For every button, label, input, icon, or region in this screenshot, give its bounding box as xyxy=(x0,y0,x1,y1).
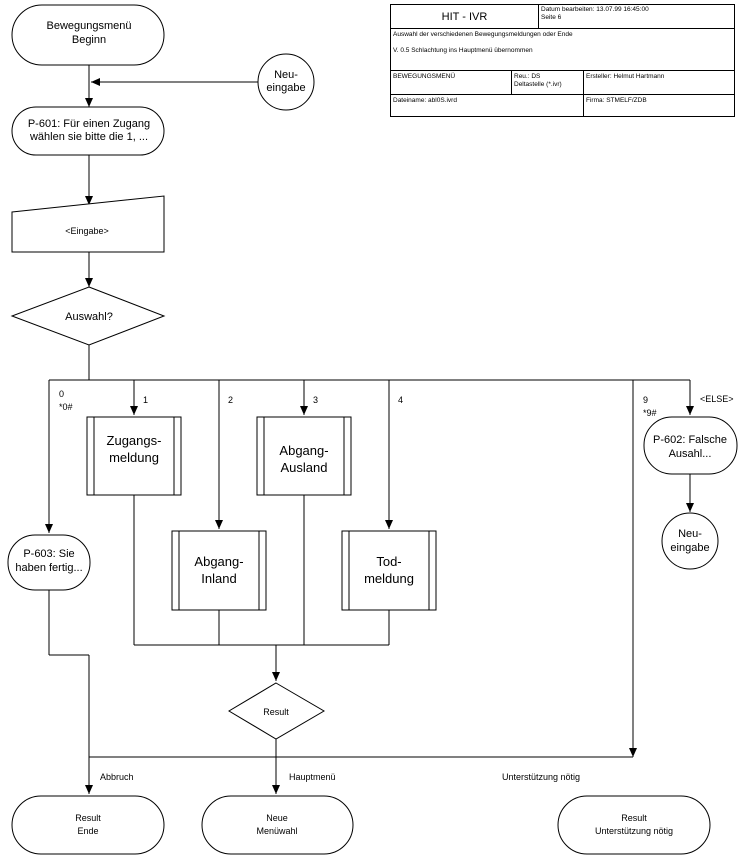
start-line-1: Bewegungsmenü xyxy=(46,20,131,32)
p603-line-1: P-603: Sie xyxy=(23,548,74,560)
p602-line-2: Ausahl... xyxy=(669,448,712,460)
header-description: Auswahl der verschiedenen Bewegungsmeldu… xyxy=(393,31,573,38)
edge-labels: Abbruch Hauptmenü Unterstützung nötig xyxy=(100,772,580,782)
edge-abbruch-label: Abbruch xyxy=(100,772,134,782)
end-support-line-1: Result xyxy=(621,813,647,823)
branch-2-label: 2 xyxy=(228,395,233,405)
header-filename: Dateiname: abl0S.ivrd xyxy=(393,97,457,104)
header-section: BEWEGUNGSMENÜ xyxy=(391,71,511,95)
result-label: Result xyxy=(263,707,289,717)
edge-support-label: Unterstützung nötig xyxy=(502,772,580,782)
p602-prompt: P-602: Falsche Ausahl... xyxy=(643,416,738,475)
input-label: <Eingabe> xyxy=(65,226,109,236)
branch-1-label: 1 xyxy=(143,395,148,405)
tod-line-1: Tod- xyxy=(376,554,401,569)
branch-0-label: 0 xyxy=(59,389,64,399)
abgang-inland-line-2: Inland xyxy=(201,571,236,586)
p603-line-2: haben fertig... xyxy=(15,562,82,574)
reentry-top-line-2: eingabe xyxy=(266,82,305,94)
tod-subprocess: Tod- meldung xyxy=(341,530,437,611)
result-decision: Result xyxy=(228,682,325,740)
abgang-ausland-line-1: Abgang- xyxy=(279,443,328,458)
p601-line-1: P-601: Für einen Zugang xyxy=(28,118,150,130)
abgang-ausland-line-2: Ausland xyxy=(281,460,328,475)
header-reu: Reu.: DS xyxy=(514,73,541,80)
zugang-line-2: meldung xyxy=(109,450,159,465)
end-abbruch-line-1: Result xyxy=(75,813,101,823)
branch-labels: 0 *0# 1 2 3 4 9 *9# <ELSE> xyxy=(59,389,734,418)
reentry-right-line-1: Neu- xyxy=(678,528,702,540)
header-reu-box: Reu.: DS Deltastelle (*.ivr) xyxy=(511,71,583,95)
p603-prompt: P-603: Sie haben fertig... xyxy=(7,534,91,591)
zugang-line-1: Zugangs- xyxy=(107,433,162,448)
header-description-box: Auswahl der verschiedenen Bewegungsmeldu… xyxy=(391,29,734,71)
edge-hauptmenu-label: Hauptmenü xyxy=(289,772,336,782)
input-node: <Eingabe> xyxy=(11,195,165,253)
zugang-subprocess: Zugangs- meldung xyxy=(86,416,182,496)
header-deltastelle: Deltastelle (*.ivr) xyxy=(514,80,562,88)
end-main-line-1: Neue xyxy=(266,813,288,823)
abgang-inland-subprocess: Abgang- Inland xyxy=(171,530,267,611)
end-main-line-2: Menüwahl xyxy=(256,826,297,836)
choice-decision: Auswahl? xyxy=(10,286,166,346)
header-date-box: Datum bearbeiten: 13.07.99 16:45:00 Seit… xyxy=(538,5,734,29)
start-terminal: Bewegungsmenü Beginn xyxy=(11,4,165,66)
p601-prompt: P-601: Für einen Zugang wählen sie bitte… xyxy=(11,106,165,156)
header-date: Datum bearbeiten: 13.07.99 16:45:00 xyxy=(541,6,649,13)
reentry-connector-top: Neu- eingabe xyxy=(257,53,315,111)
header-author: Ersteller: Helmut Hartmann xyxy=(583,71,734,95)
p601-line-2: wählen sie bitte die 1, ... xyxy=(29,131,148,143)
branch-3-label: 3 xyxy=(313,395,318,405)
reentry-connector-right: Neu- eingabe xyxy=(661,512,719,570)
start-line-2: Beginn xyxy=(72,34,106,46)
end-abbruch-line-2: Ende xyxy=(77,826,98,836)
header-title: HIT - IVR xyxy=(391,5,538,29)
document-header: HIT - IVR Datum bearbeiten: 13.07.99 16:… xyxy=(390,4,735,117)
connector-lines xyxy=(45,64,694,794)
branch-9-code: *9# xyxy=(643,408,657,418)
end-support-line-2: Unterstützung nötig xyxy=(595,826,673,836)
abgang-inland-line-1: Abgang- xyxy=(194,554,243,569)
end-terminal-main-menu: Neue Menüwahl xyxy=(201,795,354,855)
header-company: Firma: STMELF/ZDB xyxy=(583,95,734,116)
end-terminal-support: Result Unterstützung nötig xyxy=(557,795,711,855)
tod-line-2: meldung xyxy=(364,571,414,586)
abgang-ausland-subprocess: Abgang- Ausland xyxy=(256,416,352,496)
p602-line-1: P-602: Falsche xyxy=(653,434,727,446)
reentry-right-line-2: eingabe xyxy=(670,542,709,554)
branch-0-code: *0# xyxy=(59,402,73,412)
header-page: Seite 6 xyxy=(541,13,562,21)
header-version: V. 0.5 Schlachtung ins Hauptmenü übernom… xyxy=(393,46,533,54)
branch-4-label: 4 xyxy=(398,395,403,405)
end-terminal-abbruch: Result Ende xyxy=(11,795,165,855)
branch-9-label: 9 xyxy=(643,395,648,405)
reentry-top-line-1: Neu- xyxy=(274,69,298,81)
choice-label: Auswahl? xyxy=(65,311,113,323)
branch-else-label: <ELSE> xyxy=(700,394,734,404)
